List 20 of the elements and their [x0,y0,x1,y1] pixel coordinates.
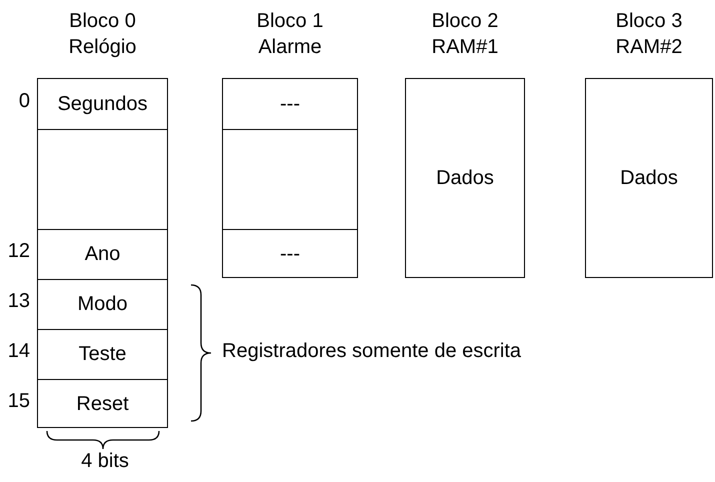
row-number: 15 [6,390,30,413]
register-cell: --- [223,229,357,279]
column-heading: Bloco 3 RAM#2 [614,9,684,60]
block-text: Dados [435,167,495,190]
register-cell: Reset [38,379,167,429]
row-number: 13 [6,290,30,313]
row-number: 14 [6,340,30,363]
row-number: 12 [6,240,30,263]
register-cell: Segundos [38,79,167,129]
register-cell: Teste [38,329,167,379]
register-cell: Modo [38,279,167,329]
register-cell: --- [223,79,357,129]
annotation-text: Registradores somente de escrita [222,340,522,363]
row-number: 0 [18,90,30,113]
block-text: Dados [619,167,679,190]
column-heading: Bloco 1 Alarme [256,9,324,60]
annotation-text: 4 bits [80,450,130,473]
column-heading: Bloco 0 Relógio [68,9,138,60]
register-cell: Ano [38,229,167,279]
column-heading: Bloco 2 RAM#1 [430,9,500,60]
